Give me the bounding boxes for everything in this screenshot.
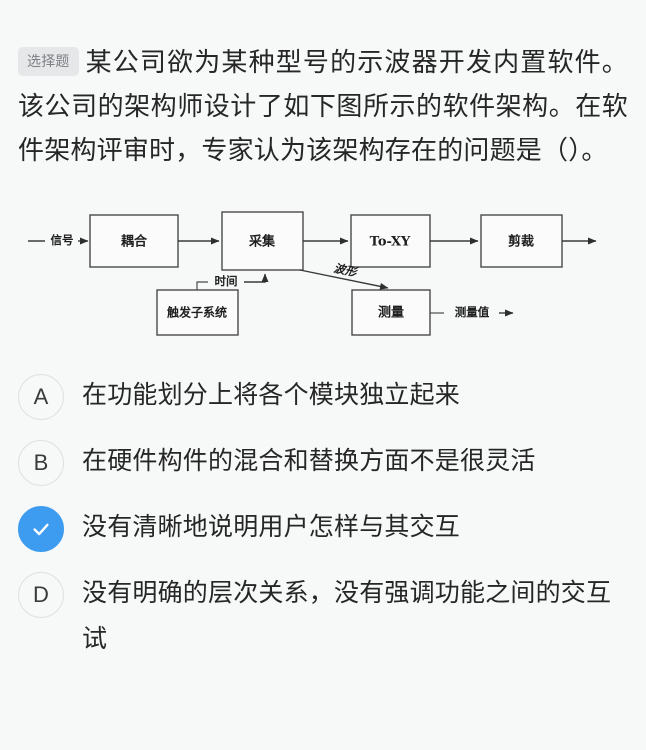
diagram-box-label-trigger-subsystem: 触发子系统 <box>167 305 227 320</box>
option-marker-b[interactable]: B <box>18 440 64 486</box>
option-row-c[interactable]: 没有清晰地说明用户怎样与其交互 <box>18 504 628 552</box>
diagram-edge-label-signal: 信号 <box>51 233 74 247</box>
option-text-b: 在硬件构件的混合和替换方面不是很灵活 <box>82 447 536 475</box>
diagram-box-measure <box>351 289 431 336</box>
option-row-b[interactable]: B 在硬件构件的混合和替换方面不是很灵活 <box>18 438 628 486</box>
option-marker-d[interactable]: D <box>18 572 64 618</box>
option-text-a: 在功能划分上将各个模块独立起来 <box>82 381 461 409</box>
option-key-a: A <box>33 384 49 409</box>
option-marker-c[interactable] <box>18 506 64 552</box>
option-row-a[interactable]: A 在功能划分上将各个模块独立起来 <box>18 372 628 420</box>
option-key-b: B <box>33 450 49 475</box>
diagram-box-label-coupling: 耦合 <box>121 234 148 250</box>
question-stem-text: 某公司欲为某种型号的示波器开发内置软件。该公司的架构师设计了如下图所示的软件架构… <box>18 47 628 165</box>
option-row-d[interactable]: D 没有明确的层次关系，没有强调功能之间的交互试 <box>18 570 628 662</box>
diagram-box-coupling <box>89 214 179 268</box>
option-key-d: D <box>33 582 49 607</box>
diagram-box-label-clip: 剪裁 <box>508 234 534 250</box>
option-text-c: 没有清晰地说明用户怎样与其交互 <box>82 513 461 541</box>
check-icon <box>33 523 49 536</box>
question-type-badge: 选择题 <box>18 47 79 76</box>
diagram-box-label-measure: 测量 <box>378 305 404 321</box>
diagram-box-label-to-xy: To-XY <box>370 235 411 250</box>
diagram-box-label-acquire: 采集 <box>248 234 276 250</box>
diagram-edge-label-time: 时间 <box>215 274 238 288</box>
question-block: 选择题某公司欲为某种型号的示波器开发内置软件。该公司的架构师设计了如下图所示的软… <box>0 0 646 172</box>
diagram-edge-label-measured-value: 测量值 <box>455 305 490 319</box>
diagram-box-to-xy <box>350 214 431 268</box>
diagram-box-acquire <box>221 211 304 271</box>
architecture-diagram: 信号 耦合 采集 To-XY 剪裁 时间 触发子系统 波形 <box>0 198 646 368</box>
diagram-edge-label-waveform: 波形 <box>333 261 361 280</box>
option-marker-a[interactable]: A <box>18 374 64 420</box>
options-list: A 在功能划分上将各个模块独立起来 B 在硬件构件的混合和替换方面不是很灵活 没… <box>0 368 646 662</box>
option-text-d: 没有明确的层次关系，没有强调功能之间的交互试 <box>82 579 612 653</box>
question-stem: 选择题某公司欲为某种型号的示波器开发内置软件。该公司的架构师设计了如下图所示的软… <box>18 40 628 172</box>
diagram-box-trigger-subsystem <box>156 289 239 336</box>
